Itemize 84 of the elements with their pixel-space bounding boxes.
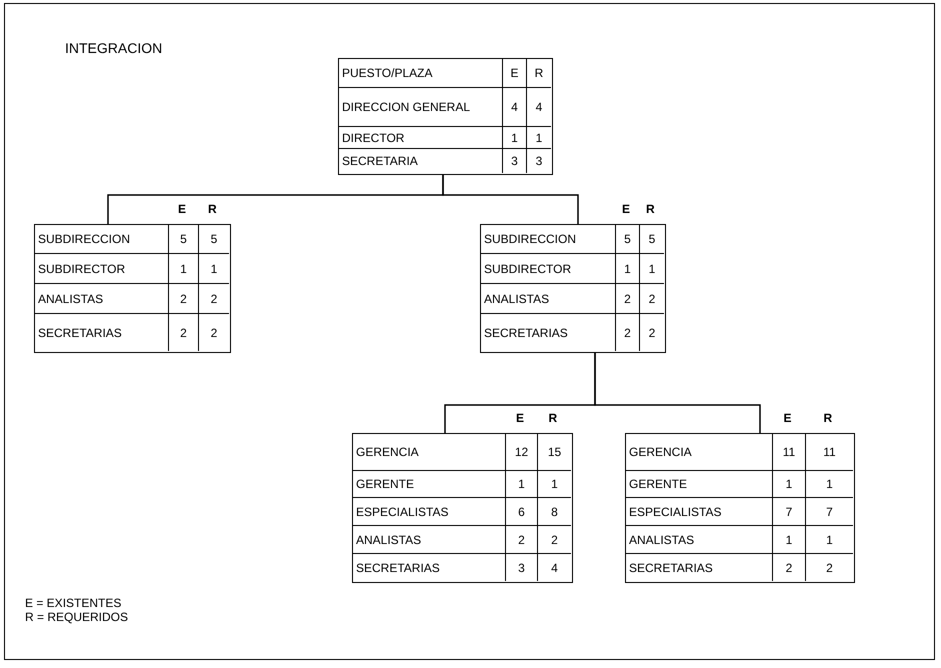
legend-note: E = EXISTENTES (25, 596, 122, 610)
position-cell: GERENCIA (626, 434, 773, 471)
position-cell: SECRETARIAS (353, 554, 506, 581)
count-cell: 1 (506, 471, 538, 498)
count-cell-text: 2 (648, 324, 656, 342)
count-cell: 1 (773, 471, 806, 498)
connector-line (594, 353, 761, 433)
legend-note: R = REQUERIDOS (25, 610, 128, 624)
diagram-title: INTEGRACION (65, 40, 162, 56)
count-cell: 2 (640, 284, 664, 314)
count-cell: 2 (199, 284, 229, 314)
staffing-table (480, 224, 666, 353)
position-cell: SECRETARIAS (626, 554, 773, 581)
count-cell: 1 (538, 471, 571, 498)
count-cell: 11 (773, 434, 806, 471)
count-cell: 2 (538, 526, 571, 554)
position-cell: SECRETARIAS (35, 314, 169, 351)
staffing-table (34, 224, 231, 353)
count-cell: 1 (640, 254, 664, 284)
position-cell: SUBDIRECCION (481, 225, 616, 254)
count-cell: 7 (773, 498, 806, 526)
count-cell: 4 (527, 88, 551, 127)
count-cell: 2 (616, 314, 640, 351)
count-cell: 3 (506, 554, 538, 581)
position-cell: GERENTE (353, 471, 506, 498)
count-cell: 2 (169, 284, 199, 314)
count-cell: 5 (640, 225, 664, 254)
count-cell: 2 (169, 314, 199, 351)
count-cell: 1 (773, 526, 806, 554)
count-cell: R (527, 59, 551, 88)
count-cell: 7 (806, 498, 853, 526)
count-cell: E (503, 59, 527, 88)
count-cell: 15 (538, 434, 571, 471)
position-cell: SECRETARIAS (481, 314, 616, 351)
count-cell: 1 (806, 526, 853, 554)
count-cell-text: 4 (550, 560, 559, 576)
count-cell: 8 (538, 498, 571, 526)
position-cell: SECRETARIA (339, 149, 503, 173)
position-cell: ESPECIALISTAS (353, 498, 506, 526)
connector-line (442, 175, 579, 224)
position-cell: DIRECTOR (339, 127, 503, 149)
position-cell: SUBDIRECTOR (481, 254, 616, 284)
count-cell: 12 (506, 434, 538, 471)
count-cell: 1 (169, 254, 199, 284)
column-header: R (824, 411, 832, 425)
position-cell: ANALISTAS (35, 284, 169, 314)
count-cell-text: 2 (825, 560, 834, 576)
count-cell: 4 (503, 88, 527, 127)
position-cell: PUESTO/PLAZA (339, 59, 503, 88)
count-cell: 1 (616, 254, 640, 284)
count-cell: 1 (503, 127, 527, 149)
count-cell: 6 (506, 498, 538, 526)
position-cell: ANALISTAS (353, 526, 506, 554)
count-cell: 1 (199, 254, 229, 284)
count-cell: 2 (773, 554, 806, 581)
count-cell: 5 (199, 225, 229, 254)
column-header: R (208, 202, 217, 216)
column-header: R (548, 411, 558, 425)
position-cell: SUBDIRECCION (35, 225, 169, 254)
count-cell: 5 (169, 225, 199, 254)
count-cell: 11 (806, 434, 853, 471)
column-header: E (516, 411, 524, 425)
staffing-table (625, 433, 855, 583)
position-cell: ANALISTAS (626, 526, 773, 554)
position-cell: DIRECCION GENERAL (339, 88, 503, 127)
count-cell: 3 (503, 149, 527, 173)
column-header: E (178, 202, 186, 216)
count-cell: 1 (806, 471, 853, 498)
count-cell: 1 (527, 127, 551, 149)
count-cell-text: 3 (534, 153, 544, 170)
position-cell: GERENTE (626, 471, 773, 498)
count-cell: 2 (506, 526, 538, 554)
position-cell: GERENCIA (353, 434, 506, 471)
position-cell: ANALISTAS (481, 284, 616, 314)
column-header: E (784, 411, 792, 425)
position-cell: ESPECIALISTAS (626, 498, 773, 526)
staffing-table (338, 58, 553, 175)
column-header: R (646, 202, 655, 216)
count-cell-text: 2 (210, 324, 218, 342)
position-cell: SUBDIRECTOR (35, 254, 169, 284)
staffing-table (352, 433, 573, 583)
count-cell: 2 (616, 284, 640, 314)
column-header: E (622, 202, 630, 216)
count-cell: 5 (616, 225, 640, 254)
